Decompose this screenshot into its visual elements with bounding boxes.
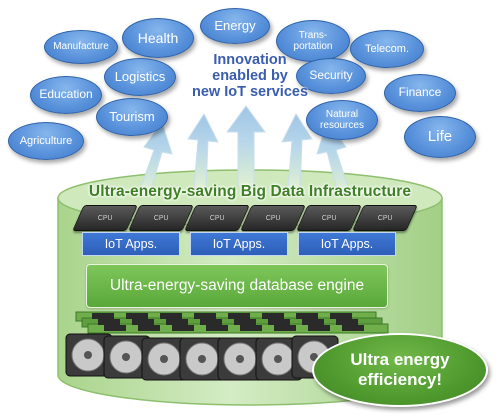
cpu-label: CPU xyxy=(97,214,113,222)
service-bubble-security: Security xyxy=(296,58,366,94)
iot-apps-box: IoT Apps. xyxy=(298,232,396,256)
iot-apps-box: IoT Apps. xyxy=(82,232,180,256)
service-bubble-agriculture: Agriculture xyxy=(8,122,84,160)
cpu-label: CPU xyxy=(265,214,281,222)
memory-modules xyxy=(75,311,389,334)
innovation-heading: Innovation enabled by new IoT services xyxy=(191,52,309,101)
cpu-chip: CPU xyxy=(128,205,194,231)
iot-apps-box: IoT Apps. xyxy=(190,232,288,256)
upward-arrows xyxy=(139,105,350,193)
hard-disks xyxy=(65,333,339,381)
database-engine-box: Ultra-energy-saving database engine xyxy=(86,264,388,308)
infrastructure-title: Ultra-energy-saving Big Data Infrastruct… xyxy=(88,183,412,200)
service-bubble-telecom: Telecom. xyxy=(350,30,424,68)
service-bubble-logistics: Logistics xyxy=(104,58,176,96)
cpu-chip: CPU xyxy=(296,205,362,231)
efficiency-badge: Ultra energy efficiency! xyxy=(312,333,488,407)
cpu-label: CPU xyxy=(377,214,393,222)
service-bubble-energy: Energy xyxy=(200,8,270,44)
service-bubble-transportation: Trans- portation xyxy=(276,20,350,62)
service-bubble-finance: Finance xyxy=(384,74,456,112)
cpu-label: CPU xyxy=(153,214,169,222)
cpu-chip: CPU xyxy=(352,205,418,231)
cpu-chip: CPU xyxy=(184,205,250,231)
service-bubble-health: Health xyxy=(122,18,194,58)
cpu-label: CPU xyxy=(209,214,225,222)
service-bubble-tourism: Tourism xyxy=(96,98,168,136)
service-bubble-education: Education xyxy=(30,76,102,114)
service-bubble-life: Life xyxy=(404,116,476,158)
service-bubble-natural-resources: Natural resources xyxy=(306,100,378,140)
cpu-chip: CPU xyxy=(240,205,306,231)
cpu-label: CPU xyxy=(321,214,337,222)
cpu-chip: CPU xyxy=(72,205,138,231)
service-bubble-manufacture: Manufacture xyxy=(44,30,118,64)
